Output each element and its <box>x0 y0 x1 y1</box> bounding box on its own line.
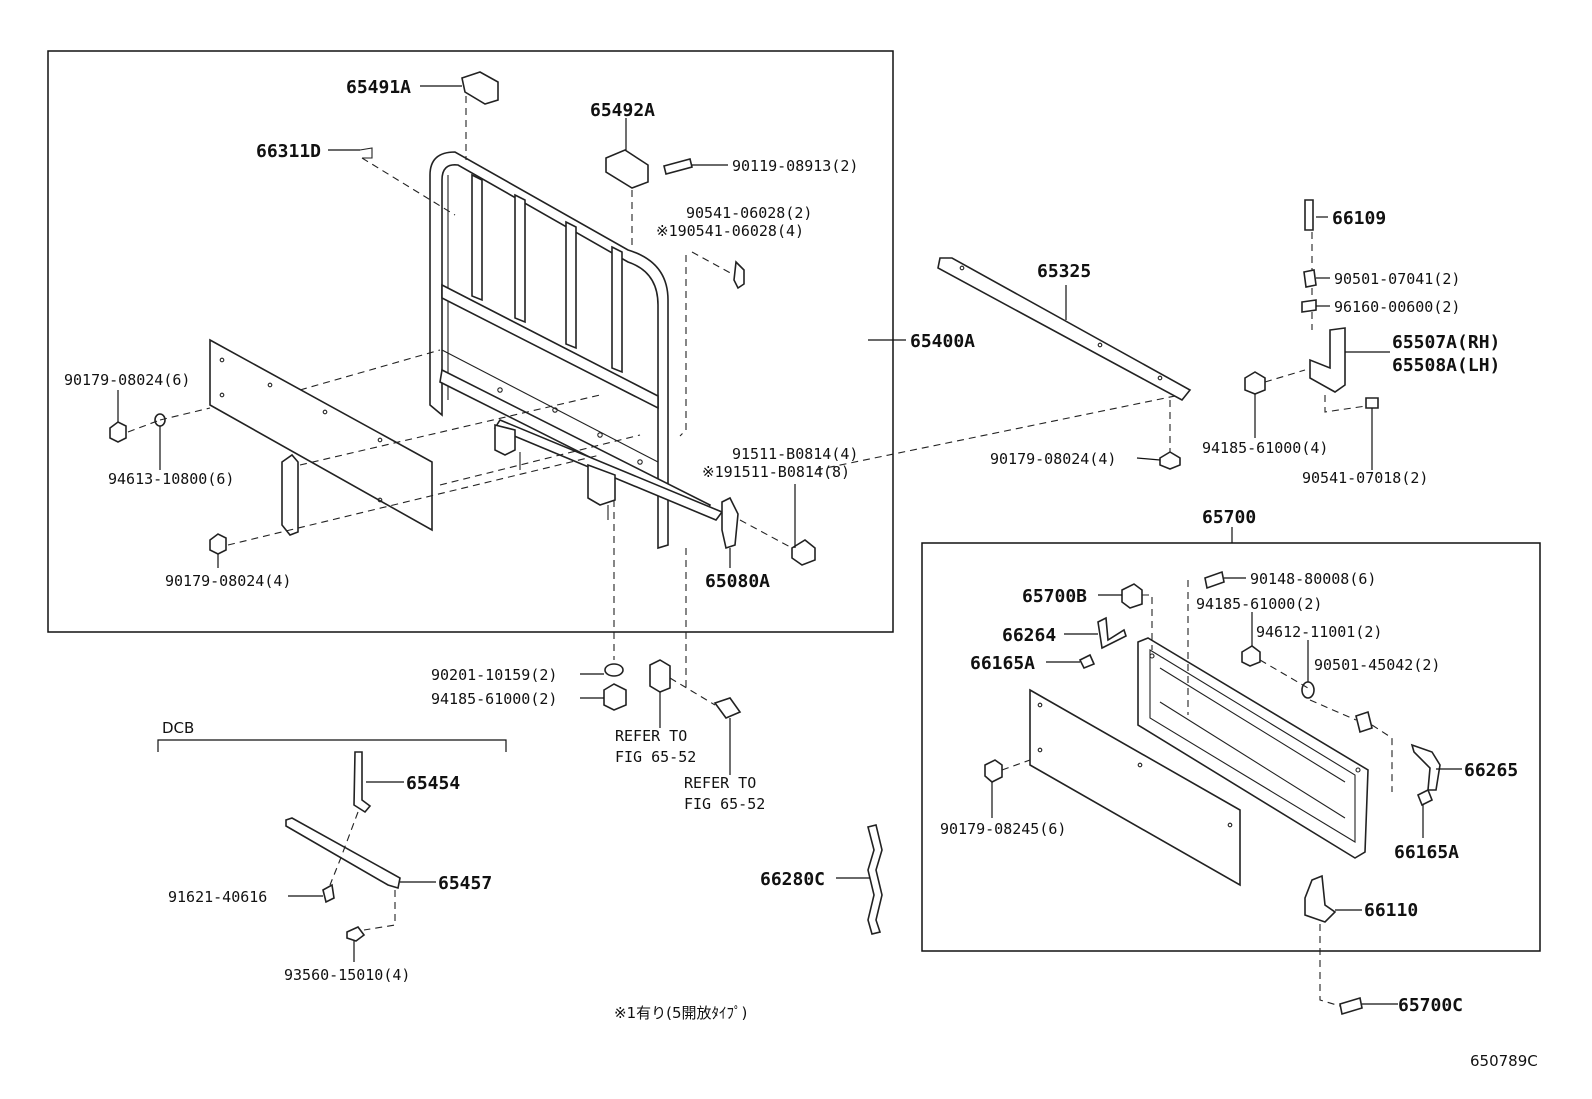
label-65325: 65325 <box>1037 261 1091 282</box>
cap-65491a <box>461 71 499 105</box>
side-panel <box>209 338 433 532</box>
bolt-65700c <box>1339 996 1363 1016</box>
label-65491a: 65491A <box>346 77 411 98</box>
cross-member-65325 <box>937 257 1192 402</box>
nut-90179-08024-6 <box>109 421 127 443</box>
cap-65492a <box>605 149 649 189</box>
label-90201: 90201-10159(2) <box>431 666 557 684</box>
label-66110: 66110 <box>1364 900 1418 921</box>
bolt-90119 <box>663 158 693 175</box>
latch-65080a <box>721 496 739 550</box>
label-refer-1b: FIG 65-52 <box>615 748 696 766</box>
hinge-66110 <box>1304 874 1337 923</box>
label-65700b: 65700B <box>1022 586 1087 607</box>
hook-66280c <box>867 824 883 935</box>
bracket-65457 <box>285 817 401 890</box>
label-90541-06028: 90541-06028(2) <box>686 204 812 222</box>
footnote: ※1有り(5開放ﾀｲﾌﾟ) <box>614 1004 747 1022</box>
label-94185-a: 94185-61000(2) <box>431 690 557 708</box>
label-94185-c: 94185-61000(2) <box>1196 595 1322 613</box>
label-90179-08024-4: 90179-08024(4) <box>165 572 291 590</box>
washer-90201 <box>604 663 624 677</box>
tailgate-assembly <box>1137 637 1369 859</box>
label-refer-1a: REFER TO <box>615 727 687 745</box>
rod-66264 <box>1097 616 1127 650</box>
label-65507a: 65507A(RH) <box>1392 332 1500 353</box>
label-90148: 90148-80008(6) <box>1250 570 1376 588</box>
washer-94612 <box>1301 681 1315 699</box>
nut-90179-08024-4 <box>209 533 227 555</box>
label-65508a: 65508A(LH) <box>1392 355 1500 376</box>
label-65400a: 65400A <box>910 331 975 352</box>
label-90179-08024-6: 90179-08024(6) <box>64 371 190 389</box>
label-66311d: 66311D <box>256 141 321 162</box>
label-90501-07041: 90501-07041(2) <box>1334 270 1460 288</box>
dcb-bracket <box>157 739 507 752</box>
bushing-94185 <box>603 683 627 711</box>
spring-90501-45042 <box>1355 710 1373 734</box>
pin-96160 <box>1301 299 1317 313</box>
bolt-90541-07018 <box>1365 397 1379 409</box>
bracket-65454 <box>353 751 372 814</box>
bolt-66109 <box>1304 199 1314 231</box>
knob-66165a-b <box>1416 788 1434 807</box>
label-65700: 65700 <box>1202 507 1256 528</box>
label-66265: 66265 <box>1464 760 1518 781</box>
label-90541-07018: 90541-07018(2) <box>1302 469 1428 487</box>
label-66165a-a: 66165A <box>970 653 1035 674</box>
rod-66265 <box>1410 743 1441 791</box>
label-96160: 96160-00600(2) <box>1334 298 1460 316</box>
hinge-65507a <box>1309 327 1346 393</box>
bolt-93560 <box>346 926 366 942</box>
label-65700c: 65700C <box>1398 995 1463 1016</box>
bolt-91511 <box>791 539 816 566</box>
bolt-refer <box>713 697 742 719</box>
label-91511-alt: ※191511-B0814(8) <box>702 463 850 481</box>
label-94612: 94612-11001(2) <box>1256 623 1382 641</box>
nut-90179-08245 <box>984 759 1003 783</box>
label-66280c: 66280C <box>760 869 825 890</box>
label-90179-08024-4b: 90179-08024(4) <box>990 450 1116 468</box>
bushing-refer <box>649 659 671 693</box>
tailgate-panel <box>1029 688 1241 887</box>
bushing-94185-61000-4 <box>1244 371 1266 395</box>
label-65492a: 65492A <box>590 100 655 121</box>
bolt-90148 <box>1204 570 1225 590</box>
clip-65700b <box>1121 583 1143 609</box>
figure-code: 650789C <box>1470 1052 1538 1070</box>
clip-66311d <box>359 147 373 159</box>
nut-90501-07041 <box>1303 269 1317 288</box>
label-refer-2b: FIG 65-52 <box>684 795 765 813</box>
label-94613: 94613-10800(6) <box>108 470 234 488</box>
label-90119: 90119-08913(2) <box>732 157 858 175</box>
label-refer-2a: REFER TO <box>684 774 756 792</box>
stay <box>281 453 299 536</box>
label-66109: 66109 <box>1332 208 1386 229</box>
tailgate-group-frame <box>921 542 1541 952</box>
label-66165a-b: 66165A <box>1394 842 1459 863</box>
label-91511: 91511-B0814(4) <box>732 445 858 463</box>
nut-90179-08024-4b <box>1159 451 1181 470</box>
label-90541-06028-alt: ※190541-06028(4) <box>656 222 804 240</box>
knob-66165a-a <box>1078 653 1096 670</box>
label-65457: 65457 <box>438 873 492 894</box>
bushing-94185-61000-2 <box>1241 645 1261 667</box>
label-94185-b: 94185-61000(4) <box>1202 439 1328 457</box>
label-dcb: DCB <box>162 719 194 737</box>
label-65454: 65454 <box>406 773 460 794</box>
label-65080a: 65080A <box>705 571 770 592</box>
label-90501-45042: 90501-45042(2) <box>1314 656 1440 674</box>
label-90179-08245: 90179-08245(6) <box>940 820 1066 838</box>
pin-90541-06028 <box>733 260 745 290</box>
bolt-91621 <box>322 883 335 904</box>
headboard-group-frame <box>47 50 894 633</box>
label-93560: 93560-15010(4) <box>284 966 410 984</box>
headboard-assembly <box>429 151 724 550</box>
label-66264: 66264 <box>1002 625 1056 646</box>
label-91621: 91621-40616 <box>168 888 267 906</box>
